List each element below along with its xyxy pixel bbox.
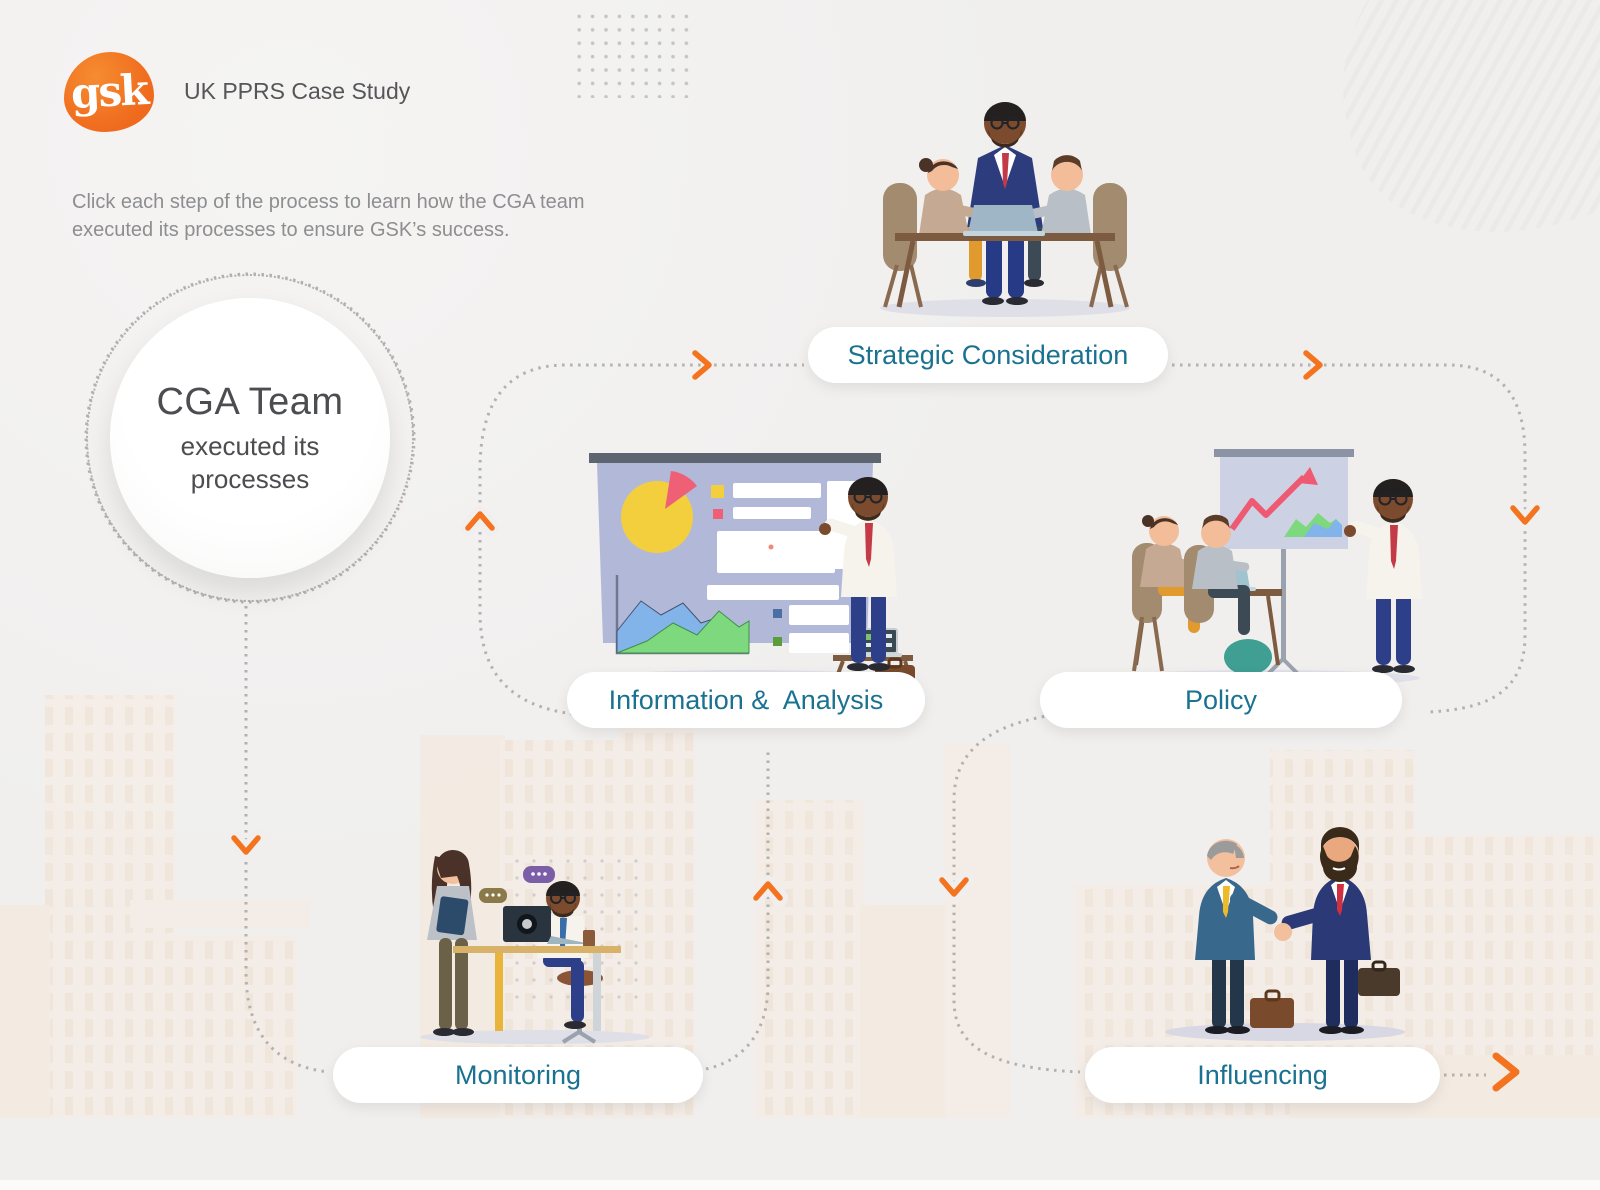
step-label: Strategic Consideration (847, 339, 1129, 370)
arrow-down-icon (1510, 505, 1540, 525)
path-policy-to-influencing (952, 712, 1081, 1074)
hub-title: CGA Team (156, 381, 344, 423)
path-monitoring-to-info (705, 752, 770, 1071)
arrow-right-icon (692, 350, 712, 380)
intro-line-1: Click each step of the process to learn … (72, 191, 585, 213)
intro-line-2: executed its processes to ensure GSK’s s… (72, 219, 510, 241)
arrow-down-icon (939, 877, 969, 897)
presenter-man-figure (819, 477, 897, 671)
left-businessman-figure (1195, 839, 1278, 1034)
gsk-logo: gsk (64, 52, 154, 132)
influencing-illustration[interactable] (1130, 782, 1430, 1047)
monitoring-illustration[interactable] (395, 790, 665, 1045)
striped-corner-decor (1304, 0, 1600, 273)
right-businessman-figure (1281, 827, 1400, 1034)
strategic-consideration-illustration[interactable] (855, 85, 1155, 320)
step-label: Policy (1184, 684, 1258, 715)
arrow-right-exit-icon (1492, 1052, 1520, 1092)
step-label: Influencing (1197, 1059, 1328, 1090)
hub-dotted-ring (86, 274, 414, 602)
cga-team-hub: CGA Team executed its processes (110, 298, 390, 578)
step-information-analysis[interactable]: Information & Analysis (567, 672, 925, 728)
information-analysis-illustration[interactable] (575, 425, 915, 690)
page-title: UK PPRS Case Study (184, 78, 411, 104)
step-influencing[interactable]: Influencing (1085, 1047, 1440, 1103)
intro-instructions: Click each step of the process to learn … (72, 188, 584, 244)
step-label: Monitoring (454, 1059, 582, 1090)
handshake-hands (1274, 923, 1292, 941)
arrow-down-icon (231, 835, 261, 855)
presenter-man-figure (1344, 479, 1422, 673)
seated-man-figure (1184, 514, 1250, 635)
arrow-up-icon (465, 511, 495, 531)
arrow-right-icon (1303, 350, 1323, 380)
speech-bubble-icon (479, 888, 507, 903)
policy-illustration[interactable] (1080, 425, 1440, 690)
dot-grid-decor (574, 6, 694, 98)
path-hub-to-monitoring (244, 606, 330, 1074)
speech-bubble-icon (523, 866, 555, 883)
step-monitoring[interactable]: Monitoring (333, 1047, 703, 1103)
step-policy[interactable]: Policy (1040, 672, 1402, 728)
hub-subtitle: executed its processes (180, 431, 320, 494)
step-label: Information & Analysis (608, 684, 884, 715)
step-strategic-consideration[interactable]: Strategic Consideration (808, 327, 1168, 383)
bottom-edge-strip (0, 1180, 1600, 1190)
seated-woman-figure (919, 158, 986, 287)
arrow-up-icon (753, 881, 783, 901)
gsk-logo-text: gsk (69, 65, 149, 118)
standing-woman-figure (427, 849, 477, 1036)
